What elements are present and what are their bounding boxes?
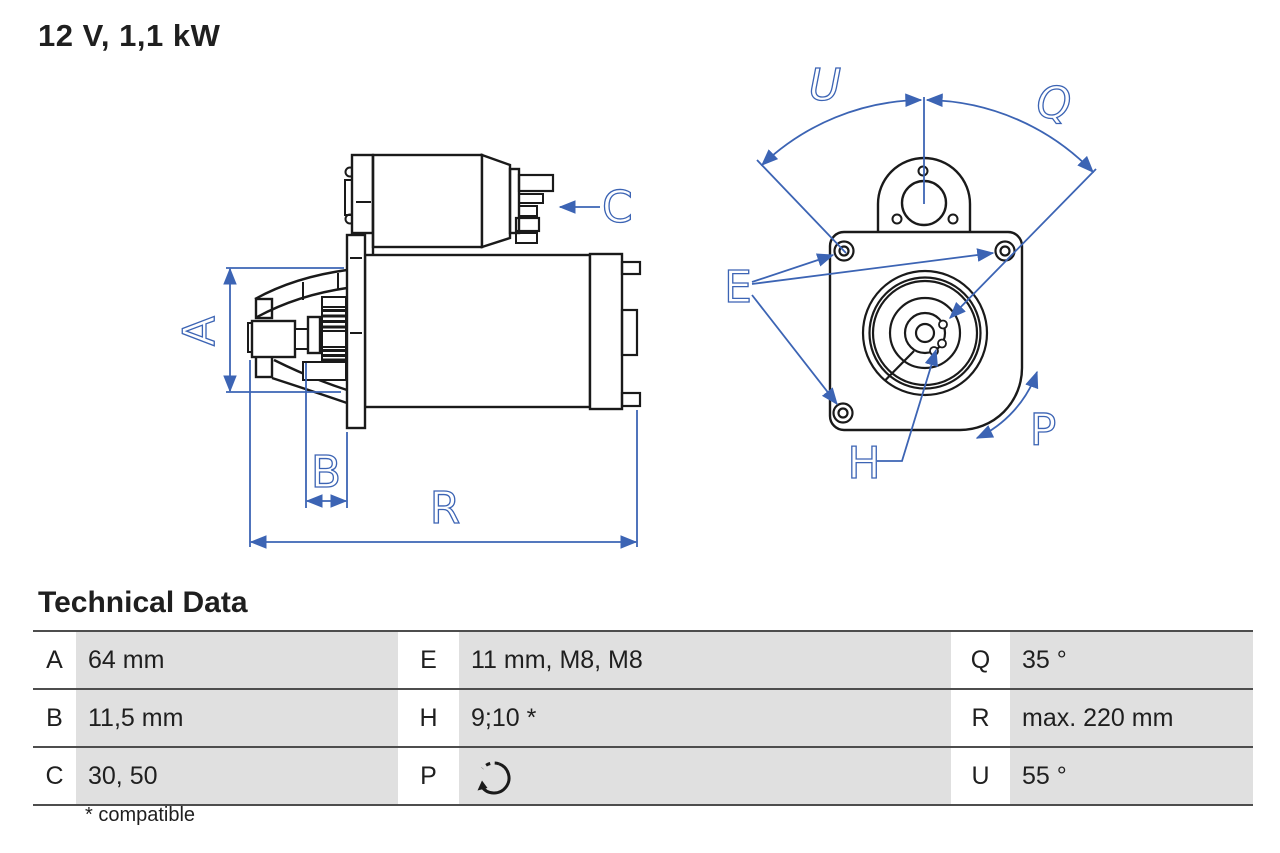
u-leg-line bbox=[756, 159, 847, 254]
front-view-labels: U Q E H P bbox=[723, 59, 1072, 489]
q-leg-line bbox=[949, 168, 1097, 319]
param-value: 30, 50 bbox=[76, 748, 398, 804]
bolt-holes bbox=[832, 240, 1016, 424]
technical-data-heading: Technical Data bbox=[38, 586, 248, 619]
dimension-b bbox=[305, 363, 348, 508]
param-value: 11,5 mm bbox=[76, 690, 398, 746]
front-view-dimensions bbox=[751, 93, 1097, 462]
mounting-flange bbox=[345, 233, 367, 430]
table-row: A 64 mm E 11 mm, M8, M8 Q 35 ° bbox=[33, 632, 1253, 690]
param-key: Q bbox=[951, 632, 1010, 688]
param-key: H bbox=[398, 690, 459, 746]
param-key: R bbox=[951, 690, 1010, 746]
label-q: Q bbox=[1037, 78, 1072, 129]
counterclockwise-rotation-icon bbox=[477, 761, 511, 795]
front-view bbox=[828, 156, 1024, 432]
solenoid bbox=[344, 153, 555, 255]
e-leaders bbox=[751, 248, 995, 406]
dimension-r bbox=[249, 360, 638, 549]
label-a: A bbox=[174, 316, 225, 346]
param-value: max. 220 mm bbox=[1010, 690, 1253, 746]
label-h: H bbox=[847, 438, 880, 489]
label-b: B bbox=[311, 447, 341, 498]
angle-fan-u-q bbox=[756, 93, 1097, 319]
dimension-a bbox=[223, 267, 344, 393]
side-view-labels: A B R C bbox=[173, 181, 633, 534]
table-row: C 30, 50 P U 55 ° bbox=[33, 748, 1253, 806]
param-key: C bbox=[33, 748, 76, 804]
drive-end-housing bbox=[254, 268, 348, 405]
motor-body bbox=[363, 252, 642, 411]
h-leader bbox=[877, 348, 938, 462]
label-r: R bbox=[430, 483, 461, 534]
footnote: * compatible bbox=[85, 804, 196, 826]
side-view-dimensions bbox=[223, 200, 638, 549]
technical-data-table: A 64 mm E 11 mm, M8, M8 Q 35 ° B 11,5 mm… bbox=[33, 630, 1253, 806]
param-value: 11 mm, M8, M8 bbox=[459, 632, 951, 688]
param-value: 9;10 * bbox=[459, 690, 951, 746]
pinion-gear bbox=[302, 296, 347, 381]
param-key: B bbox=[33, 690, 76, 746]
param-value: 55 ° bbox=[1010, 748, 1253, 804]
p-rotation-arc bbox=[975, 370, 1039, 439]
lever-slot-line bbox=[884, 350, 915, 382]
param-value bbox=[459, 748, 951, 804]
label-e: E bbox=[724, 262, 752, 313]
param-key: U bbox=[951, 748, 1010, 804]
label-c: C bbox=[602, 182, 633, 233]
param-value: 64 mm bbox=[76, 632, 398, 688]
param-key: E bbox=[398, 632, 459, 688]
label-u: U bbox=[809, 60, 841, 111]
page-title: 12 V, 1,1 kW bbox=[38, 18, 221, 53]
param-value: 35 ° bbox=[1010, 632, 1253, 688]
shaft-and-pinion bbox=[247, 296, 347, 381]
param-key: P bbox=[398, 748, 459, 804]
technical-drawing: A B R C bbox=[173, 59, 1097, 549]
center-boss bbox=[861, 269, 989, 397]
side-view bbox=[247, 153, 642, 430]
label-p: P bbox=[1030, 405, 1057, 456]
table-row: B 11,5 mm H 9;10 * R max. 220 mm bbox=[33, 690, 1253, 748]
param-key: A bbox=[33, 632, 76, 688]
